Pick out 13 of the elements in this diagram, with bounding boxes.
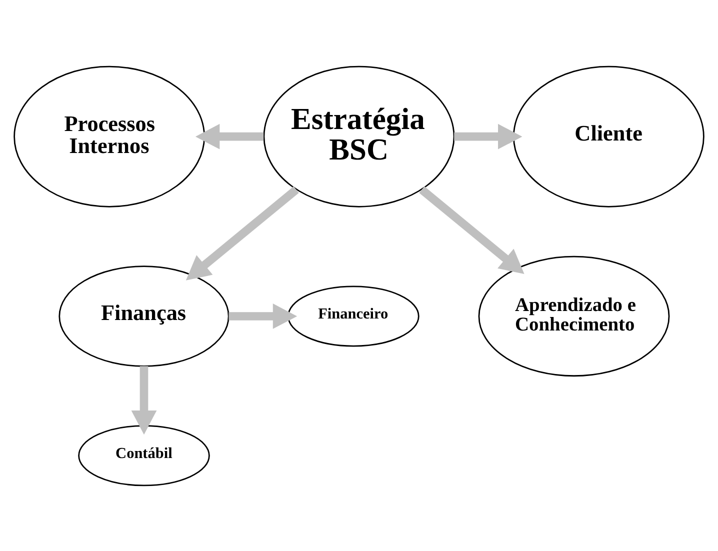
arrow [186,186,299,280]
node-ellipse: Aprendizado e Conhecimento [478,255,670,376]
node-ellipse: Finanças [58,265,230,366]
node-ellipse: Processos Internos [14,65,206,207]
node-ellipse: Financeiro [288,285,420,346]
arrow [454,123,522,149]
arrow [419,186,524,274]
node-ellipse: Contábil [78,424,210,486]
arrow [228,303,298,328]
arrow [195,123,264,149]
node-ellipse: Cliente [512,65,704,207]
arrow [131,366,157,434]
node-ellipse: Estratégia BSC [263,65,455,207]
